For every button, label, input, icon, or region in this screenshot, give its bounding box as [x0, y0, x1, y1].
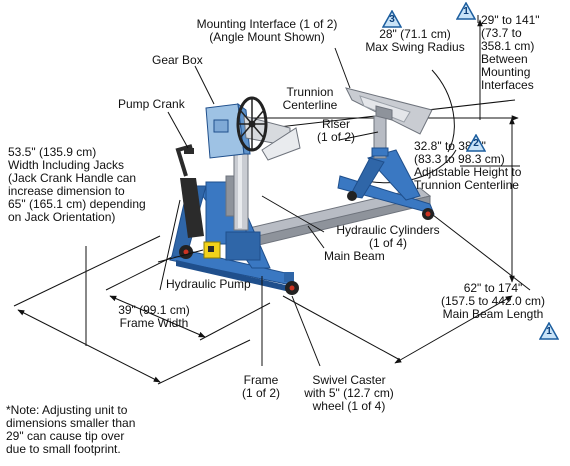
main-beam-label: Main Beam: [324, 249, 385, 263]
gear-box-label: Gear Box: [152, 53, 203, 67]
right-frame-shape: [337, 115, 435, 220]
hand-wheel-shape: [236, 96, 268, 152]
angle-mount-shape: [345, 87, 433, 135]
frame-label: Frame (1 of 2): [241, 373, 280, 400]
swivel-caster-label: Swivel Caster with 5" (12.7 cm) wheel (1…: [304, 373, 394, 413]
badge-swing-radius: 3: [382, 10, 402, 28]
triangle-icon: [382, 10, 402, 28]
leader-lines: [157, 47, 379, 367]
badge-number: 1: [463, 6, 469, 17]
pump-crank-label: Pump Crank: [118, 97, 185, 111]
badge-main-beam-length: 1: [539, 322, 559, 340]
hydraulic-pump-label: Hydraulic Pump: [166, 277, 251, 291]
gear-box-shape: [205, 102, 301, 161]
badge-number: 1: [546, 326, 552, 337]
between-interfaces-label: 29" to 141" (73.7 to 358.1 cm) Between M…: [481, 13, 540, 92]
triangle-icon: [456, 2, 476, 20]
adjustable-height-label: 32.8" to 38.7" (83.3 to 98.3 cm) Adjusta…: [414, 139, 522, 192]
badge-number: 2: [473, 138, 479, 149]
trunnion-centerline-label: Trunnion Centerline: [282, 85, 338, 112]
hydraulic-cylinders-label: Hydraulic Cylinders (1 of 4): [336, 223, 440, 250]
max-swing-radius-label: 28" (71.1 cm) Max Swing Radius: [365, 27, 465, 54]
triangle-icon: [466, 134, 486, 152]
width-including-jacks-label: 53.5" (135.9 cm) Width Including Jacks (…: [8, 145, 146, 224]
mounting-interface-label: Mounting Interface (1 of 2) (Angle Mount…: [196, 17, 338, 44]
riser-label: Riser (1 of 2): [316, 117, 355, 144]
main-beam-length-label: 62" to 174" (157.5 to 442.0 cm) Main Bea…: [440, 281, 546, 321]
badge-number: 3: [389, 14, 395, 25]
hydraulic-pump-shape: [203, 241, 221, 259]
frame-width-label: 39" (99.1 cm) Frame Width: [118, 303, 190, 330]
casters-shape: [176, 240, 299, 295]
dimension-lines: [13, 15, 531, 385]
badge-between-interfaces: 1: [456, 2, 476, 20]
note-text: *Note: Adjusting unit to dimensions smal…: [6, 403, 136, 456]
triangle-icon: [539, 322, 559, 340]
badge-adjustable-height: 2: [466, 134, 486, 152]
